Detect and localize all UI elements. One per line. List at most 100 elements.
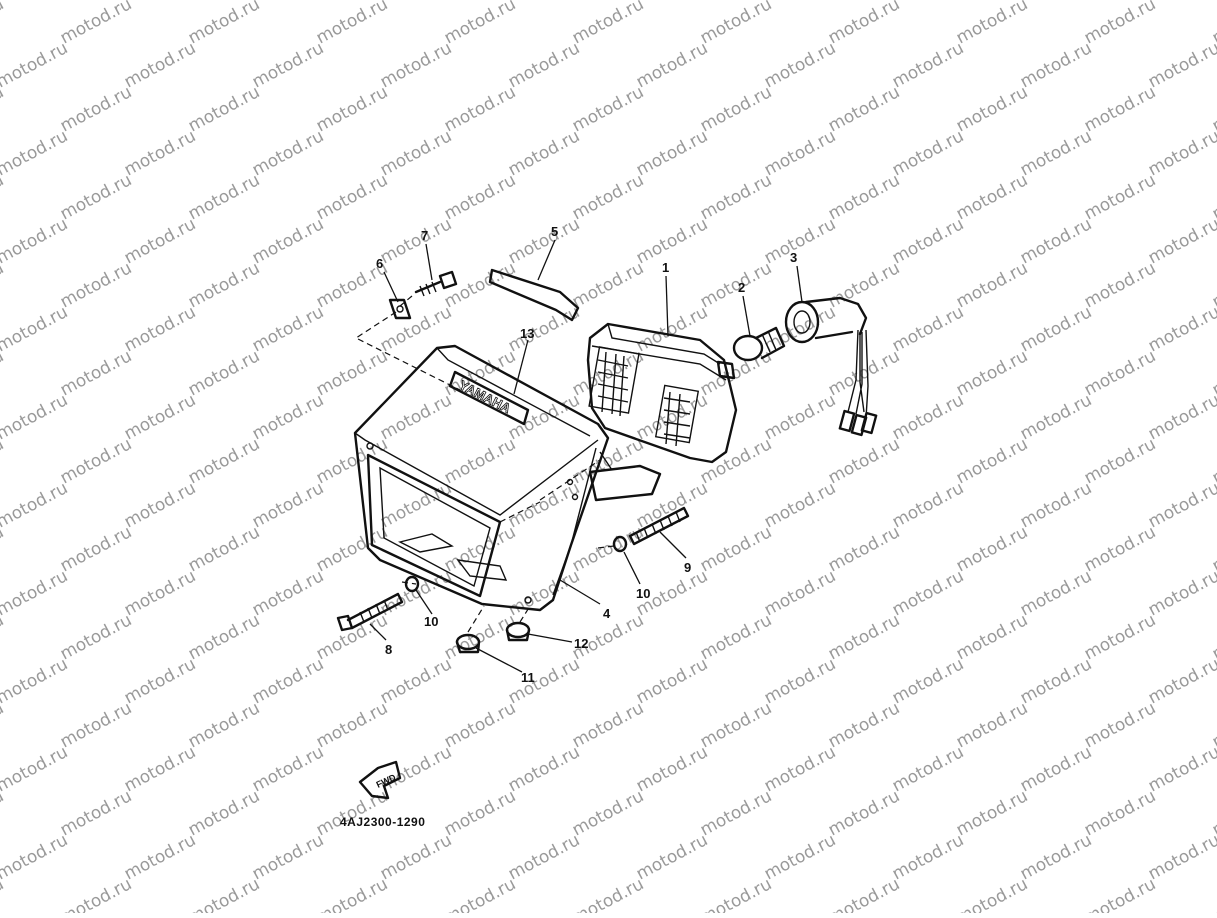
watermark-text: motod.ru [249,830,327,884]
watermark-text: motod.ru [377,38,455,92]
callout-12: 12 [574,636,588,651]
watermark-text: motod.ru [889,654,967,708]
watermark-text: motod.ru [1017,742,1095,796]
watermark-text: motod.ru [249,38,327,92]
watermark-text: motod.ru [249,126,327,180]
watermark-text: motod.ru [953,522,1031,576]
watermark-text: motod.ru [441,0,519,48]
watermark-text: motod.ru [0,390,71,444]
watermark-text: motod.ru [57,610,135,664]
watermark-text: motod.ru [825,82,903,136]
watermark-text: motod.ru [505,654,583,708]
watermark-text: motod.ru [953,170,1031,224]
callout-10a: 10 [424,614,438,629]
watermark-text: motod.ru [1145,566,1217,620]
callout-8: 8 [385,642,392,657]
watermark-text: motod.ru [1081,698,1159,752]
watermark-text: motod.ru [57,434,135,488]
watermark-text: motod.ru [569,786,647,840]
watermark-text: motod.ru [953,0,1031,48]
watermark-text: motod.ru [441,82,519,136]
watermark-text: motod.ru [121,38,199,92]
watermark-text: motod.ru [185,258,263,312]
watermark-text: motod.ru [0,126,71,180]
screw-7 [414,270,458,297]
watermark-text: motod.ru [121,302,199,356]
callout-1: 1 [662,260,669,275]
watermark-text: motod.ru [441,522,519,576]
watermark-text: motod.ru [1081,82,1159,136]
watermark-text: motod.ru [0,742,71,796]
watermark-text: motod.ru [0,0,71,4]
watermark-text: motod.ru [185,786,263,840]
watermark-text: motod.ru [889,38,967,92]
plate-nut [388,298,412,320]
watermark-text: motod.ru [1081,874,1159,913]
watermark-text: motod.ru [1081,786,1159,840]
watermark-text: motod.ru [569,874,647,913]
watermark-text: motod.ru [1017,654,1095,708]
headlight-cover [353,344,610,612]
watermark-text: motod.ru [0,566,71,620]
watermark-text: motod.ru [57,522,135,576]
watermark-text: motod.ru [505,38,583,92]
watermark-text: motod.ru [1145,654,1217,708]
watermark-text: motod.ru [953,82,1031,136]
watermark-text: motod.ru [953,698,1031,752]
watermark-text: motod.ru [1017,38,1095,92]
watermark-text: motod.ru [633,742,711,796]
watermark-text: motod.ru [441,698,519,752]
watermark-text: motod.ru [185,82,263,136]
watermark-text: motod.ru [1017,478,1095,532]
watermark-text: motod.ru [185,170,263,224]
washer-10b [612,535,628,553]
watermark-text: motod.ru [953,346,1031,400]
watermark-text: motod.ru [825,258,903,312]
watermark-text: motod.ru [569,434,647,488]
assembly-lines [354,295,615,633]
callout-10b: 10 [636,586,650,601]
watermark-text: motod.ru [761,566,839,620]
watermark-text: motod.ru [249,478,327,532]
watermark-text: motod.ru [0,302,71,356]
watermark-text: motod.ru [0,214,71,268]
watermark-text: motod.ru [185,874,263,913]
watermark-text: motod.ru [761,654,839,708]
watermark-text: motod.ru [633,390,711,444]
watermark-text: motod.ru [889,566,967,620]
watermark-text: motod.ru [0,654,71,708]
watermark-text: motod.ru [185,610,263,664]
watermark-text: motod.ru [1081,258,1159,312]
callout-5: 5 [551,224,558,239]
watermark-text: motod.ru [377,742,455,796]
watermark-text: motod.ru [633,126,711,180]
watermark-text: motod.ru [761,390,839,444]
watermark-text: motod.ru [1145,830,1217,884]
watermark-text: motod.ru [121,214,199,268]
watermark-text: motod.ru [697,170,775,224]
watermark-text: motod.ru [185,698,263,752]
watermark-text: motod.ru [1081,610,1159,664]
watermark-text: motod.ru [505,302,583,356]
watermark-text: motod.ru [377,478,455,532]
watermark-text: motod.ru [1017,214,1095,268]
callouts: 1 2 3 4 5 6 7 8 9 10 10 11 12 13 [376,224,797,685]
leader-lines [369,239,803,673]
watermark-text: motod.ru [0,478,71,532]
watermark-text: motod.ru [1017,830,1095,884]
watermark-text: motod.ru [121,0,199,4]
watermark-text: motod.ru [185,346,263,400]
watermark-text: motod.ru [1017,390,1095,444]
watermark-text: motod.ru [697,786,775,840]
watermark-text: motod.ru [569,258,647,312]
watermark-text: motod.ru [249,302,327,356]
spring-9 [628,506,690,546]
watermark-text: motod.ru [569,698,647,752]
watermark-text: motod.ru [441,434,519,488]
watermark-text: motod.ru [761,742,839,796]
watermark-text: motod.ru [953,434,1031,488]
watermark-text: motod.ru [953,258,1031,312]
watermark-text: motod.ru [825,346,903,400]
